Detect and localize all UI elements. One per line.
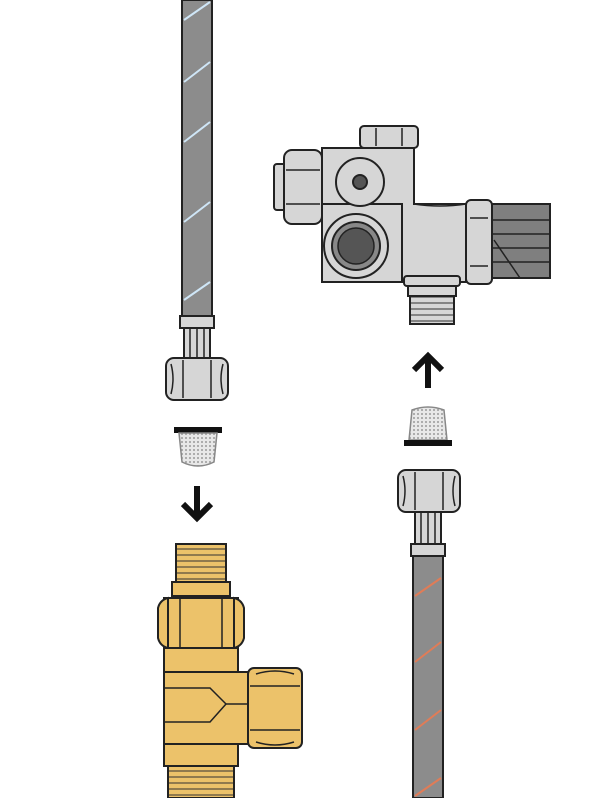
hot-hose-ferrule [410,543,446,557]
hot-washer-rim [404,440,452,446]
hot-mesh-strainer [408,406,448,441]
brass-bottom-thread [167,765,235,798]
valve-grip-handle [489,203,551,279]
brass-top-hex [157,596,245,650]
valve-right-collar [465,199,493,285]
brass-side-hex [247,667,303,749]
hot-hose-tube [412,555,444,798]
valve-left-hex-port [273,149,323,225]
hot-hose-stripes [414,577,442,797]
valve-top-hex-cap [359,125,419,149]
cold-washer-rim [174,427,222,433]
cold-hose-tube [181,0,213,317]
brass-tee-fitting [157,543,303,798]
cold-hose-ferrule [179,315,215,329]
valve-bottom-thread [409,295,455,325]
cold-water-hose [165,0,229,401]
hot-filter-washer [404,406,452,446]
hot-hose-hex-nut [397,469,461,513]
valve-large-port [323,213,389,279]
mixing-valve-body [273,125,551,325]
arrow-up-icon [411,351,445,388]
valve-small-port [335,157,385,207]
cold-filter-washer [174,427,222,467]
cold-mesh-strainer [178,432,218,467]
arrow-down-icon [180,486,214,523]
cold-hose-stripes [183,1,211,301]
hot-water-hose [397,469,461,798]
cold-hose-hex-nut [165,357,229,401]
